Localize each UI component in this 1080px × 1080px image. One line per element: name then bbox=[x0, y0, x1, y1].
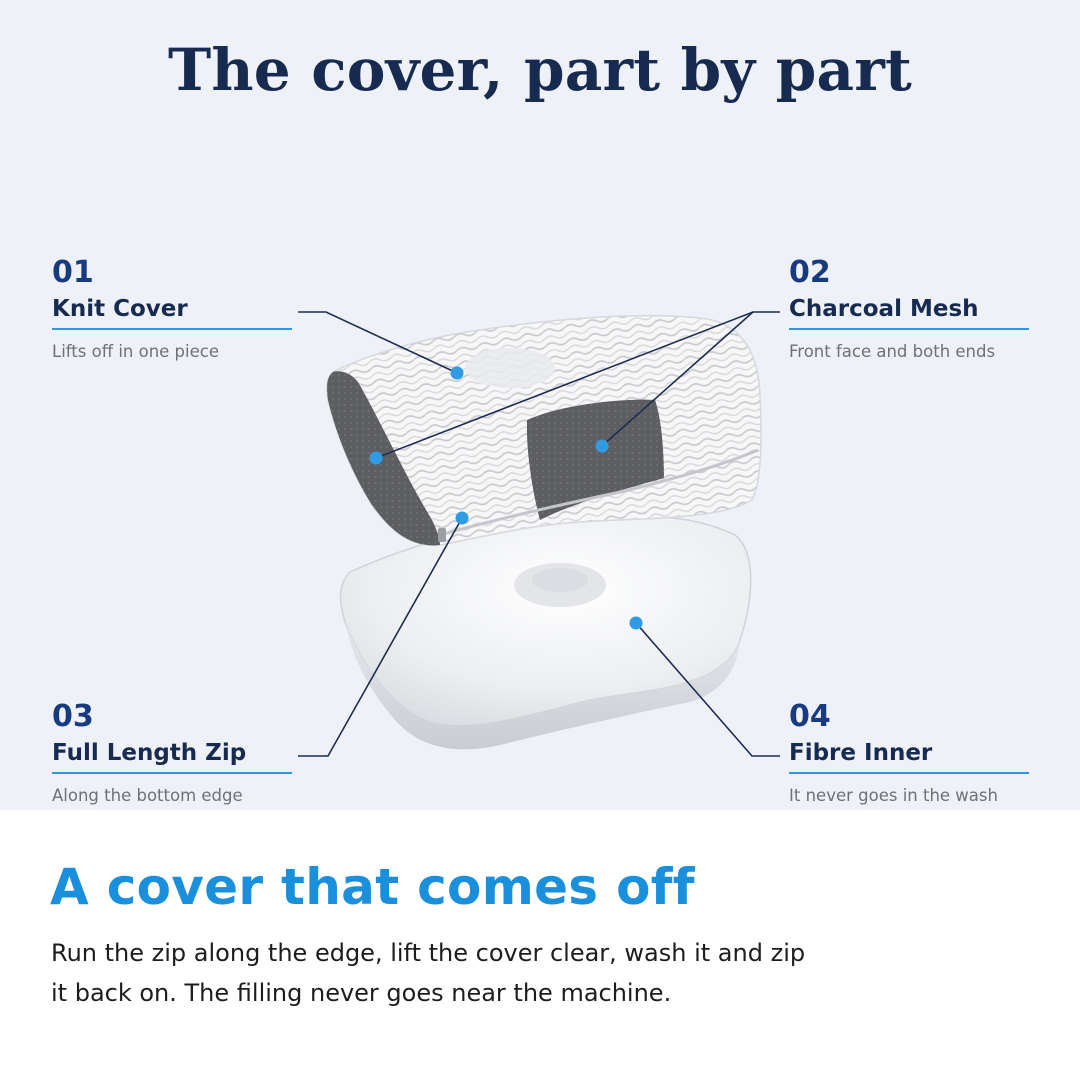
knit-pillow-cover-illustration bbox=[326, 314, 762, 547]
callout-description: Lifts off in one piece bbox=[52, 342, 219, 361]
feature-body: Run the zip along the edge, lift the cov… bbox=[51, 939, 806, 1007]
callout-description: Front face and both ends bbox=[789, 342, 996, 361]
marker-zip bbox=[455, 511, 469, 525]
callout-charcoal-mesh: 02 Charcoal Mesh Front face and both end… bbox=[789, 256, 1029, 361]
callout-number: 02 bbox=[789, 255, 831, 290]
page-title: The cover, part by part bbox=[168, 36, 912, 104]
diagram-panel: The cover, part by part bbox=[0, 0, 1080, 810]
leader-lines bbox=[298, 311, 780, 757]
marker-knit-cover bbox=[450, 366, 464, 380]
callout-title: Charcoal Mesh bbox=[789, 294, 1029, 330]
callout-markers bbox=[369, 366, 643, 630]
fibre-inner-illustration bbox=[339, 515, 752, 750]
callout-number: 04 bbox=[789, 699, 831, 734]
callout-description: Along the bottom edge bbox=[52, 786, 243, 805]
marker-charcoal-mesh-end bbox=[369, 451, 383, 465]
callout-knit-cover: 01 Knit Cover Lifts off in one piece bbox=[52, 256, 292, 361]
marker-charcoal-mesh-front bbox=[595, 439, 609, 453]
callout-full-length-zip: 03 Full Length Zip Along the bottom edge bbox=[52, 700, 292, 805]
callout-number: 03 bbox=[52, 699, 94, 734]
pillow-illustration bbox=[298, 311, 780, 757]
marker-fibre-inner bbox=[629, 616, 643, 630]
callout-title: Knit Cover bbox=[52, 294, 292, 330]
feature-headline: A cover that comes off bbox=[50, 858, 695, 916]
zip-pull-icon bbox=[438, 528, 446, 542]
callout-number: 01 bbox=[52, 255, 94, 290]
callout-title: Fibre Inner bbox=[789, 738, 1029, 774]
callout-description: It never goes in the wash bbox=[789, 786, 998, 805]
callout-title: Full Length Zip bbox=[52, 738, 292, 774]
callout-fibre-inner: 04 Fibre Inner It never goes in the wash bbox=[789, 700, 1029, 805]
